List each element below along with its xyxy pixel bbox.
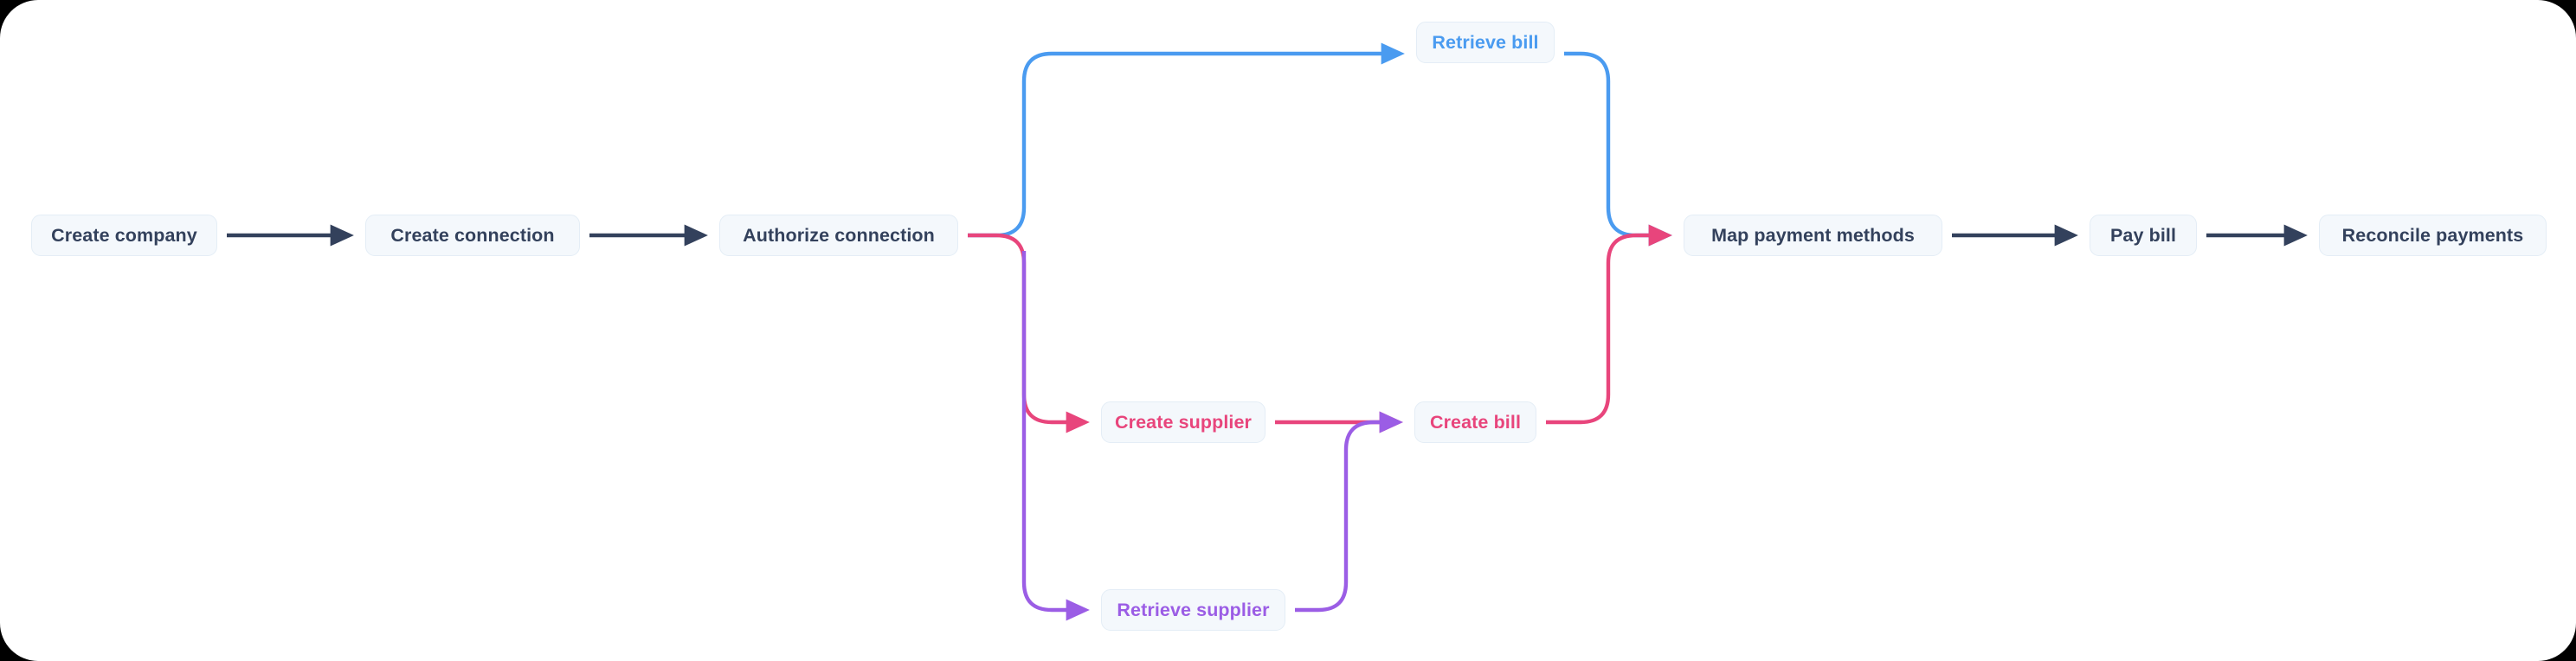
edge-authorize-connection-to-retrieve-supplier (1021, 251, 1090, 621)
node-label: Retrieve supplier (1117, 599, 1270, 620)
node-authorize-connection[interactable]: Authorize connection (719, 215, 958, 256)
node-pay-bill[interactable]: Pay bill (2090, 215, 2197, 256)
edge-create-bill-to-map-payment-methods (1546, 224, 1672, 425)
node-label: Create supplier (1114, 411, 1253, 433)
edge-authorize-connection-to-create-supplier (968, 233, 1090, 433)
node-label: Retrieve bill (1432, 31, 1539, 53)
edge-retrieve-bill-to-map-payment-methods (1564, 51, 1672, 247)
node-label: Map payment methods (1711, 224, 1915, 246)
node-label: Pay bill (2109, 224, 2177, 246)
node-label: Create connection (390, 224, 555, 246)
node-label: Authorize connection (743, 224, 935, 246)
node-label: Create bill (1429, 411, 1522, 433)
node-create-company[interactable]: Create company (31, 215, 217, 256)
edge-retrieve-supplier-to-create-bill (1295, 411, 1403, 613)
node-retrieve-supplier[interactable]: Retrieve supplier (1101, 589, 1285, 631)
node-label: Create company (51, 224, 197, 246)
node-create-connection[interactable]: Create connection (365, 215, 580, 256)
node-create-bill[interactable]: Create bill (1414, 401, 1536, 443)
node-map-payment-methods[interactable]: Map payment methods (1684, 215, 1942, 256)
node-label: Reconcile payments (2341, 224, 2524, 246)
edge-authorize-connection-to-retrieve-bill (968, 42, 1405, 238)
node-retrieve-bill[interactable]: Retrieve bill (1416, 22, 1555, 63)
node-reconcile-payments[interactable]: Reconcile payments (2319, 215, 2547, 256)
node-create-supplier[interactable]: Create supplier (1101, 401, 1265, 443)
